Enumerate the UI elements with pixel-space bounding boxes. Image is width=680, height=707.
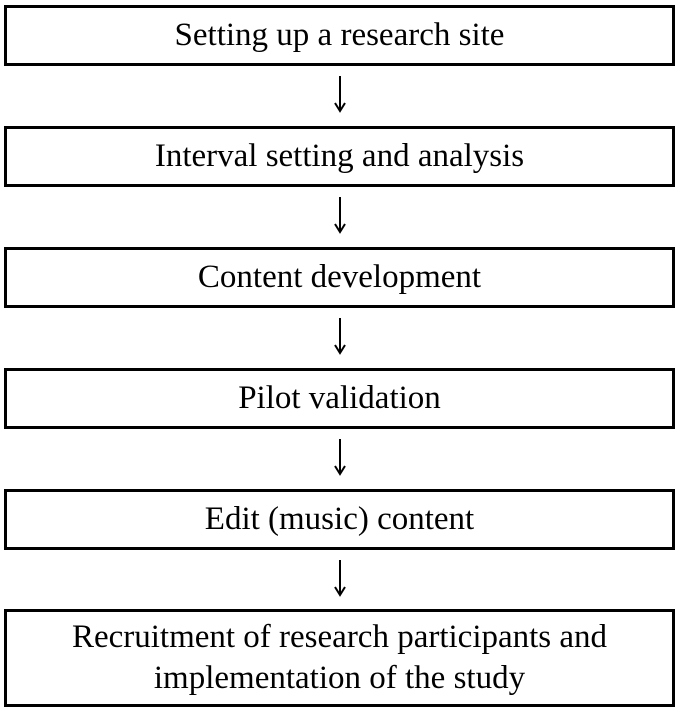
flow-step-label: Interval setting and analysis [154,138,525,174]
flow-step-label-group: Recruitment of research participants and… [72,617,607,699]
flow-step-recruitment-implementation: Recruitment of research participants and… [4,609,675,707]
flow-step-label: Pilot validation [238,380,441,416]
down-arrow-icon [334,197,346,234]
flow-step-content-development: Content development [4,247,675,308]
flow-step-interval-setting: Interval setting and analysis [4,126,675,187]
down-arrow-icon [334,439,346,476]
flow-step-label-line: Recruitment of research participants and [71,619,608,655]
flow-step-label: Setting up a research site [174,17,505,53]
down-arrow-icon [334,560,346,597]
down-arrow-icon [334,76,346,113]
flow-step-label: Edit (music) content [204,501,475,537]
flow-step-setup-site: Setting up a research site [4,5,675,66]
flow-step-edit-content: Edit (music) content [4,489,675,550]
flow-step-label-line: implementation of the study [153,660,526,696]
down-arrow-icon [334,318,346,355]
flow-step-label: Content development [197,259,482,295]
flow-step-pilot-validation: Pilot validation [4,368,675,429]
